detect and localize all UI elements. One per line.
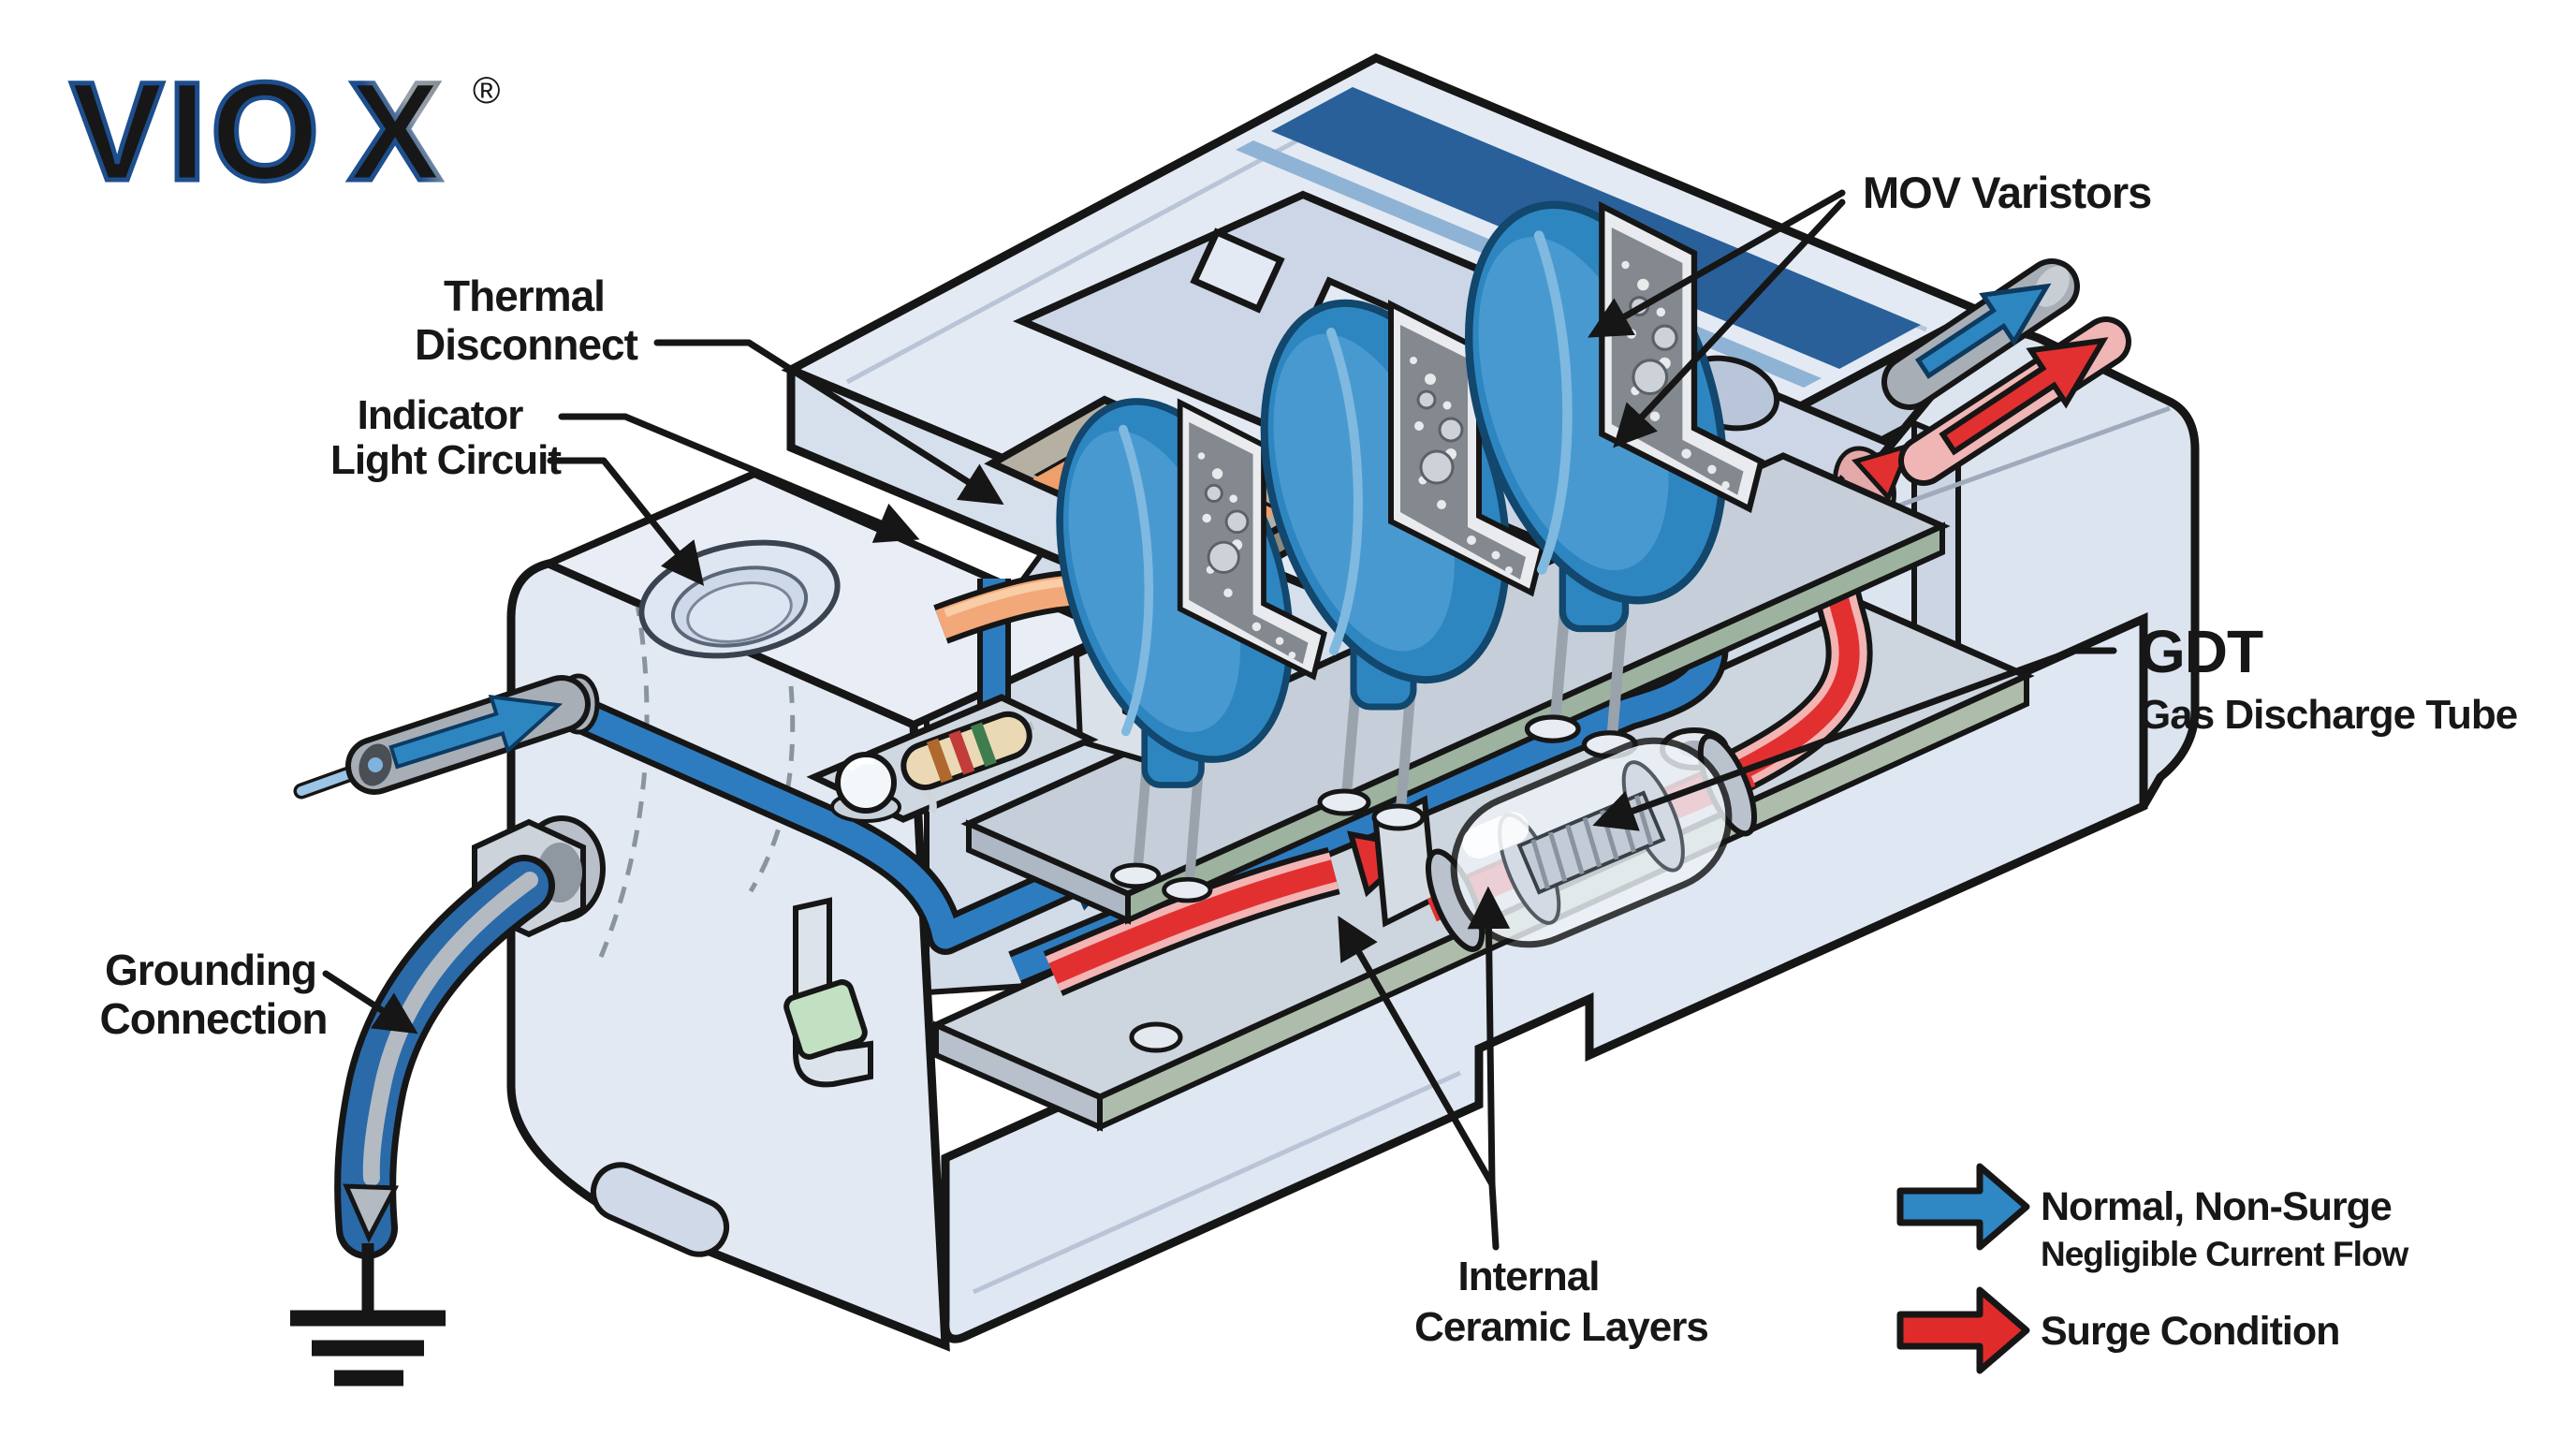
grounding-label-line2: Connection xyxy=(100,994,328,1043)
grounding-label-line1: Grounding xyxy=(105,946,316,994)
logo-text-prefix: VIO xyxy=(70,52,323,210)
indicator-label-line1: Indicator xyxy=(358,392,524,438)
ceramic-leader-right xyxy=(1467,886,1511,1188)
hidden-line xyxy=(748,656,796,893)
viox-logo: VIO X ® xyxy=(68,51,501,213)
ceramic-leader-stem xyxy=(1488,1181,1500,1251)
ground-symbol-icon xyxy=(290,1243,446,1387)
legend-surge-label: Surge Condition xyxy=(2041,1309,2339,1354)
input-cable xyxy=(293,673,600,800)
output-cables xyxy=(1881,258,2131,486)
hidden-line xyxy=(598,598,650,958)
ceramic-leader-left xyxy=(1338,916,1496,1188)
legend-normal-line2: Negligible Current Flow xyxy=(2041,1235,2408,1273)
legend: Normal, Non-Surge Negligible Current Flo… xyxy=(1896,1163,2409,1374)
enclosure-front-skirt xyxy=(941,612,2148,1343)
mov-leader-1 xyxy=(1588,189,1846,338)
grounding-leader xyxy=(322,970,418,1034)
ceramic-label-line1: Internal xyxy=(1458,1254,1600,1299)
normal-flow-exit-arrow-icon xyxy=(1914,283,2052,379)
component-labels: Thermal Disconnect Indicator Light Circu… xyxy=(100,168,2519,1350)
normal-flow-input-arrow-icon xyxy=(388,695,564,770)
thermal-disconnect-leader xyxy=(653,339,1004,506)
resistor xyxy=(900,711,1035,791)
gdt-gas-discharge-tube xyxy=(1425,733,1758,952)
mounting-slot xyxy=(590,1162,730,1257)
thermal-disconnect-label-line2: Disconnect xyxy=(415,320,638,369)
indicator-light-circuit-board xyxy=(806,694,1099,823)
indicator-leader xyxy=(558,413,920,543)
gdt-full-label: Gas Discharge Tube xyxy=(2139,692,2517,738)
indicator-label-line2: Light Circuit xyxy=(330,437,562,483)
ground-flow-arrowhead-icon xyxy=(343,1183,400,1243)
surge-exit-arrow-icon xyxy=(1939,337,2109,456)
registered-trademark-icon: ® xyxy=(473,70,500,111)
thermal-disconnect-label-line1: Thermal xyxy=(444,271,605,320)
leader-lines xyxy=(322,189,2117,1251)
logo-text-accent: X xyxy=(348,52,442,210)
green-component xyxy=(783,979,868,1060)
enclosure-left-wall xyxy=(506,559,950,1352)
gdt-leader xyxy=(1592,647,2117,831)
legend-surge-arrow-icon xyxy=(1896,1286,2030,1374)
legend-normal-line1: Normal, Non-Surge xyxy=(2041,1184,2392,1229)
grounding-connection-assembly xyxy=(290,815,606,1387)
mov-leader-2 xyxy=(1613,198,1846,448)
gdt-abbr-label: GDT xyxy=(2139,618,2263,685)
red-surge-arrowhead-icon xyxy=(1852,442,1914,502)
legend-normal-arrow-icon xyxy=(1896,1163,2030,1251)
ceramic-label-line2: Ceramic Layers xyxy=(1414,1304,1708,1350)
light-circuit-leader xyxy=(547,457,705,586)
mov-varistors-label: MOV Varistors xyxy=(1863,168,2151,217)
spd-device xyxy=(290,53,2200,1387)
standoff xyxy=(1129,1021,1183,1053)
